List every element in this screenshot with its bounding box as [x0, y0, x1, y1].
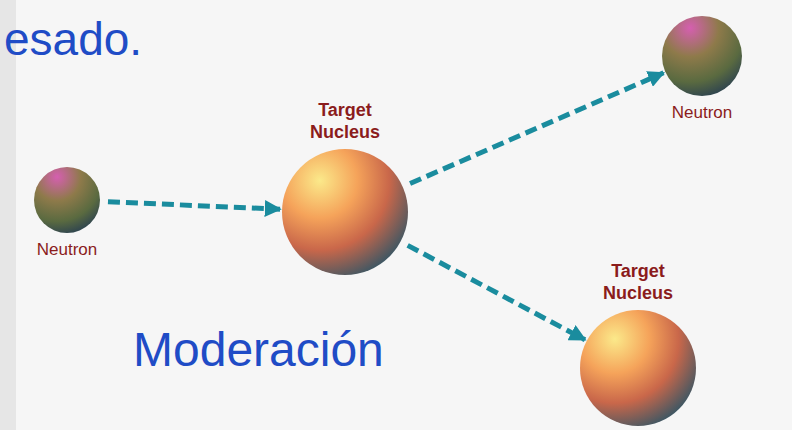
nucleus-sphere: Target Nucleus	[580, 310, 696, 426]
nucleus-sphere: Target Nucleus	[282, 149, 408, 275]
neutron-sphere: Neutron	[662, 16, 742, 96]
dashed-arrow	[410, 73, 663, 184]
sphere-shape	[282, 149, 408, 275]
sphere-shape	[580, 310, 696, 426]
node-label: Target Nucleus	[295, 99, 395, 143]
slide-heading: Moderación	[133, 322, 384, 377]
node-label: Neutron	[652, 102, 752, 123]
node-label: Target Nucleus	[588, 260, 688, 304]
neutron-sphere: Neutron	[34, 167, 100, 233]
dashed-arrow	[408, 245, 585, 339]
dashed-arrow	[108, 202, 280, 209]
sphere-shape	[662, 16, 742, 96]
node-label: Neutron	[17, 239, 117, 260]
sphere-shape	[34, 167, 100, 233]
slide-text: esado.	[4, 12, 142, 66]
